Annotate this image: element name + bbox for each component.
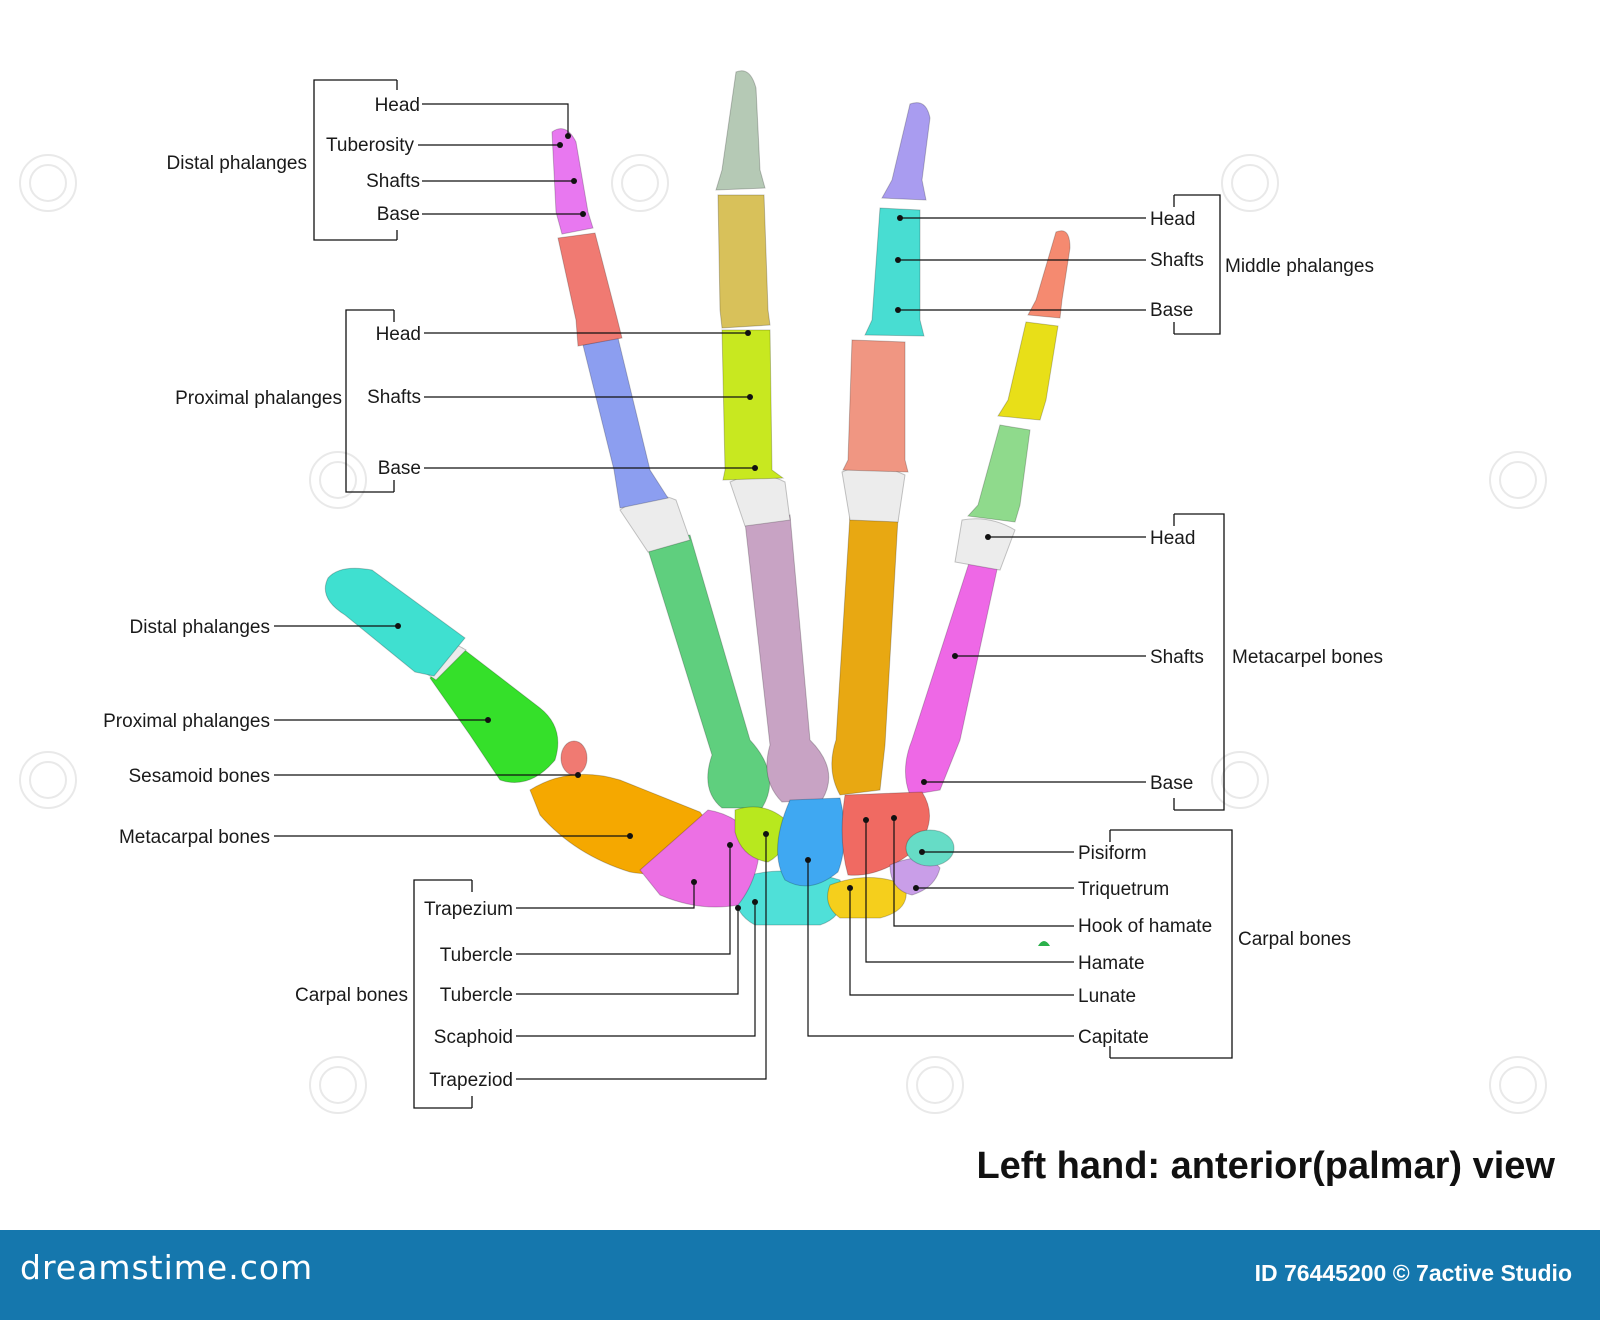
label-proximal-shafts: Shafts (367, 387, 421, 408)
diagram-title: Left hand: anterior(palmar) view (976, 1145, 1555, 1187)
label-thumb-proximal: Proximal phalanges (103, 711, 270, 732)
thumb (324, 567, 713, 875)
bracket-middle-phalanges (1173, 194, 1221, 335)
capitate-bone (777, 797, 846, 887)
index-finger (551, 128, 771, 809)
label-scaphoid: Scaphoid (434, 1027, 513, 1048)
group-middle-phalanges: Middle phalanges (1225, 256, 1374, 277)
brackets (313, 79, 1233, 1109)
labels: Distal phalanges Head Tuberosity Shafts … (103, 95, 1555, 1187)
middle-distal-phalanx (715, 70, 766, 191)
leader-lines (274, 103, 1146, 1080)
group-distal-phalanges-top: Distal phalanges (167, 153, 307, 174)
label-hook-of-hamate: Hook of hamate (1078, 916, 1212, 937)
label-meta-shafts: Shafts (1150, 647, 1204, 668)
label-lunate: Lunate (1078, 986, 1136, 1007)
group-carpal-bones-right: Carpal bones (1238, 929, 1351, 950)
label-pisiform: Pisiform (1078, 843, 1147, 864)
label-middle-head: Head (1150, 209, 1195, 230)
ring-metacarpal (831, 514, 899, 796)
bracket-distal-top (313, 79, 398, 241)
little-distal-phalanx (1027, 230, 1071, 319)
ring-distal-phalanx (881, 102, 931, 201)
hand-skeleton (324, 70, 1071, 926)
label-hamate: Hamate (1078, 953, 1145, 974)
middle-proximal-phalanx (721, 329, 785, 481)
thumb-distal-phalanx (324, 567, 466, 677)
label-distal-shafts: Shafts (366, 171, 420, 192)
group-proximal-phalanges-top: Proximal phalanges (175, 388, 342, 409)
label-meta-head: Head (1150, 528, 1195, 549)
small-green-mark (1038, 941, 1050, 946)
pisiform-bone (905, 829, 955, 867)
label-trapeziod: Trapeziod (429, 1070, 513, 1091)
little-middle-phalanx (997, 321, 1059, 421)
carpals (639, 791, 955, 926)
thumb-proximal-phalanx (429, 647, 559, 783)
middle-finger (715, 70, 830, 803)
ring-proximal-phalanx (842, 339, 909, 473)
little-metacarpal (905, 559, 999, 796)
label-triquetrum: Triquetrum (1078, 879, 1169, 900)
label-thumb-metacarpal: Metacarpal bones (119, 827, 270, 848)
index-proximal-phalanx (582, 337, 669, 509)
label-sesamoid: Sesamoid bones (128, 766, 270, 787)
label-middle-shafts: Shafts (1150, 250, 1204, 271)
hand-bones-diagram: Distal phalanges Head Tuberosity Shafts … (19, 70, 1555, 1187)
little-finger (905, 230, 1071, 796)
label-thumb-distal: Distal phalanges (130, 617, 270, 638)
bracket-metacarpel (1173, 513, 1225, 811)
label-distal-tuberosity: Tuberosity (326, 135, 414, 156)
label-capitate: Capitate (1078, 1027, 1149, 1048)
label-proximal-head: Head (376, 324, 421, 345)
watermark (19, 154, 1547, 1114)
sesamoid-bone (560, 740, 588, 776)
little-metacarpal-head (954, 518, 1016, 571)
middle-metacarpal-head (729, 474, 791, 527)
bracket-carpal-right (1109, 829, 1233, 1059)
label-proximal-base: Base (378, 458, 421, 479)
label-tubercle-2: Tubercle (440, 985, 513, 1006)
footer-bar: dreamstime.com ID 76445200 © 7active Stu… (0, 1230, 1600, 1320)
index-middle-phalanx (557, 232, 623, 347)
middle-middle-phalanx (717, 194, 771, 329)
bracket-proximal-top (345, 309, 395, 493)
image-credit: ID 76445200 © 7active Studio (1254, 1260, 1572, 1286)
label-middle-base: Base (1150, 300, 1193, 321)
little-proximal-phalanx (966, 424, 1031, 523)
ring-middle-phalanx (864, 207, 925, 337)
group-carpal-bones-left: Carpal bones (295, 985, 408, 1006)
label-distal-head: Head (375, 95, 420, 116)
label-trapezium: Trapezium (424, 899, 513, 920)
brand-logo-text[interactable]: dreamstime.com (20, 1248, 314, 1287)
label-distal-base: Base (377, 204, 420, 225)
label-tubercle-1: Tubercle (440, 945, 513, 966)
ring-finger (831, 102, 931, 796)
ring-metacarpal-head (841, 465, 906, 523)
group-metacarpel-bones: Metacarpel bones (1232, 647, 1383, 668)
label-meta-base: Base (1150, 773, 1193, 794)
bracket-carpal-left (413, 879, 473, 1109)
